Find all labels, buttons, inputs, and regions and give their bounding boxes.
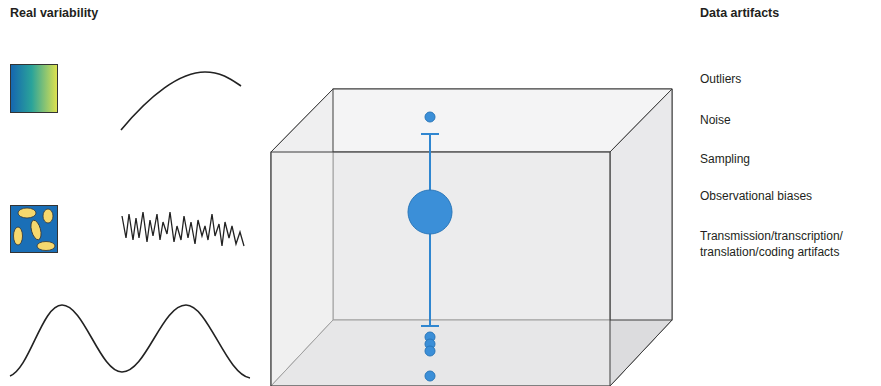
column-heading: Data artifacts — [700, 5, 779, 21]
cell-square — [11, 206, 58, 253]
smooth-curve — [121, 72, 241, 130]
artifact-item: Sampling — [700, 151, 750, 167]
artifact-item: Transmission/transcription/ translation/… — [700, 228, 875, 260]
wavy-curve — [10, 305, 250, 378]
artifact-item: Observational biases — [700, 188, 812, 204]
artifact-item: Noise — [700, 112, 731, 128]
artifact-item: Outliers — [700, 71, 741, 87]
column-heading: Real variability — [10, 5, 98, 21]
data-point — [408, 112, 452, 381]
noisy-line — [122, 212, 244, 246]
cube — [271, 89, 672, 386]
gradient-square — [11, 65, 58, 113]
